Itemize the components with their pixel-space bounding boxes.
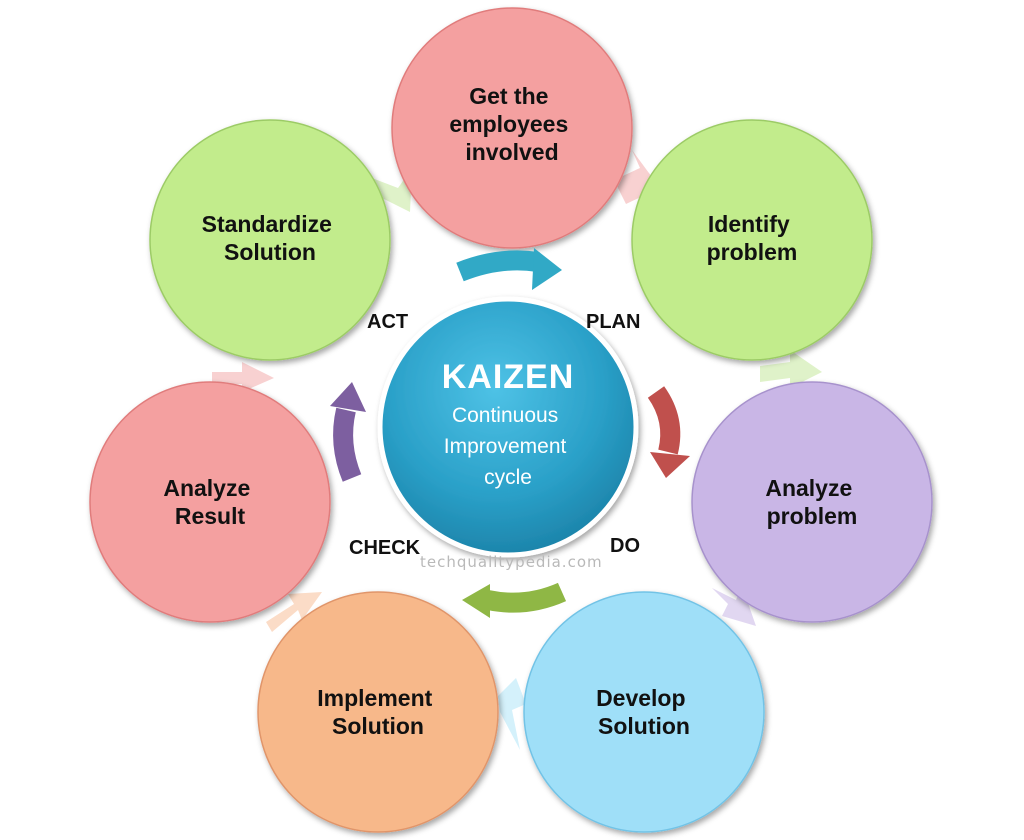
- connector-arrow-1: [372, 168, 412, 212]
- svg-text:Implement Solution: Implement Solution: [317, 685, 438, 739]
- step-5-line-2: Solution: [332, 713, 424, 739]
- step-5: Implement Solution: [257, 591, 499, 833]
- svg-text:Identify problem: Identify problem: [707, 211, 798, 265]
- step-1-line-1: Get the: [469, 83, 548, 109]
- plan-arrow: [456, 248, 562, 290]
- step-7: Standardize Solution: [149, 119, 391, 361]
- step-2-line-1: Identify: [708, 211, 790, 237]
- connector-arrow-3: [760, 350, 822, 388]
- svg-text:Analyze Result: Analyze Result: [163, 475, 256, 529]
- connector-arrow-7: [212, 362, 274, 392]
- step-2: Identify problem: [631, 119, 873, 361]
- plan-arrow-head: [532, 248, 562, 290]
- do-arrow: [647, 386, 690, 478]
- step-1: Get the employees involved: [391, 7, 633, 249]
- do-arrow-head: [650, 452, 690, 478]
- check-arrow-head: [462, 584, 490, 618]
- center-subtitle-line-2: Improvement: [444, 435, 567, 458]
- step-2-circle: [631, 119, 873, 361]
- svg-text:Continuous Improvement: Continuous Improvement cycle: [444, 404, 572, 489]
- step-7-line-1: Standardize: [202, 211, 332, 237]
- step-4-line-2: Solution: [598, 713, 690, 739]
- svg-text:Get the employees: Get the employees involved: [449, 83, 574, 165]
- svg-text:Standardize Solution: Standardize Solution: [202, 211, 339, 265]
- step-3: Analyze problem: [691, 381, 933, 623]
- connector-arrows: [212, 150, 822, 750]
- phase-label-plan: PLAN: [586, 311, 640, 333]
- center-circle: [377, 296, 639, 558]
- center-subtitle-line-3: cycle: [484, 466, 532, 489]
- step-3-line-2: problem: [767, 503, 858, 529]
- connector-arrow-5: [498, 678, 526, 750]
- step-4: Develop Solution: [523, 591, 765, 833]
- phase-arrows: [330, 248, 690, 618]
- step-7-line-2: Solution: [224, 239, 316, 265]
- step-6-circle: [89, 381, 331, 623]
- svg-text:Analyze problem: Analyze problem: [765, 475, 858, 529]
- act-arrow: [330, 382, 366, 482]
- step-6: Analyze Result: [89, 381, 331, 623]
- phase-label-act: ACT: [367, 311, 408, 333]
- step-7-circle: [149, 119, 391, 361]
- step-5-line-1: Implement: [317, 685, 432, 711]
- plan-arrow-body: [456, 250, 540, 282]
- act-arrow-head: [330, 382, 366, 412]
- step-5-circle: [257, 591, 499, 833]
- step-3-line-1: Analyze: [765, 475, 852, 501]
- center-hub: KAIZEN Continuous Improvement cycle: [377, 296, 639, 558]
- step-4-line-1: Develop: [596, 685, 685, 711]
- do-arrow-body: [647, 386, 681, 455]
- watermark-text: techqualitypedia.com: [420, 553, 603, 571]
- center-subtitle-line-1: Continuous: [452, 404, 558, 427]
- step-1-line-2: employees: [449, 111, 568, 137]
- check-arrow-body: [485, 582, 567, 613]
- center-title: KAIZEN: [442, 358, 575, 396]
- step-1-line-3: involved: [465, 139, 558, 165]
- check-arrow: [462, 582, 567, 618]
- step-4-circle: [523, 591, 765, 833]
- connector-arrow-6: [266, 592, 322, 632]
- phase-label-check: CHECK: [349, 537, 421, 559]
- step-6-line-1: Analyze: [163, 475, 250, 501]
- act-arrow-body: [333, 407, 362, 482]
- step-3-circle: [691, 381, 933, 623]
- step-1-circle: [391, 7, 633, 249]
- step-6-line-2: Result: [175, 503, 246, 529]
- phase-label-do: DO: [610, 535, 640, 557]
- step-2-line-2: problem: [707, 239, 798, 265]
- svg-text:Develop Solution: Develop Solution: [596, 685, 692, 739]
